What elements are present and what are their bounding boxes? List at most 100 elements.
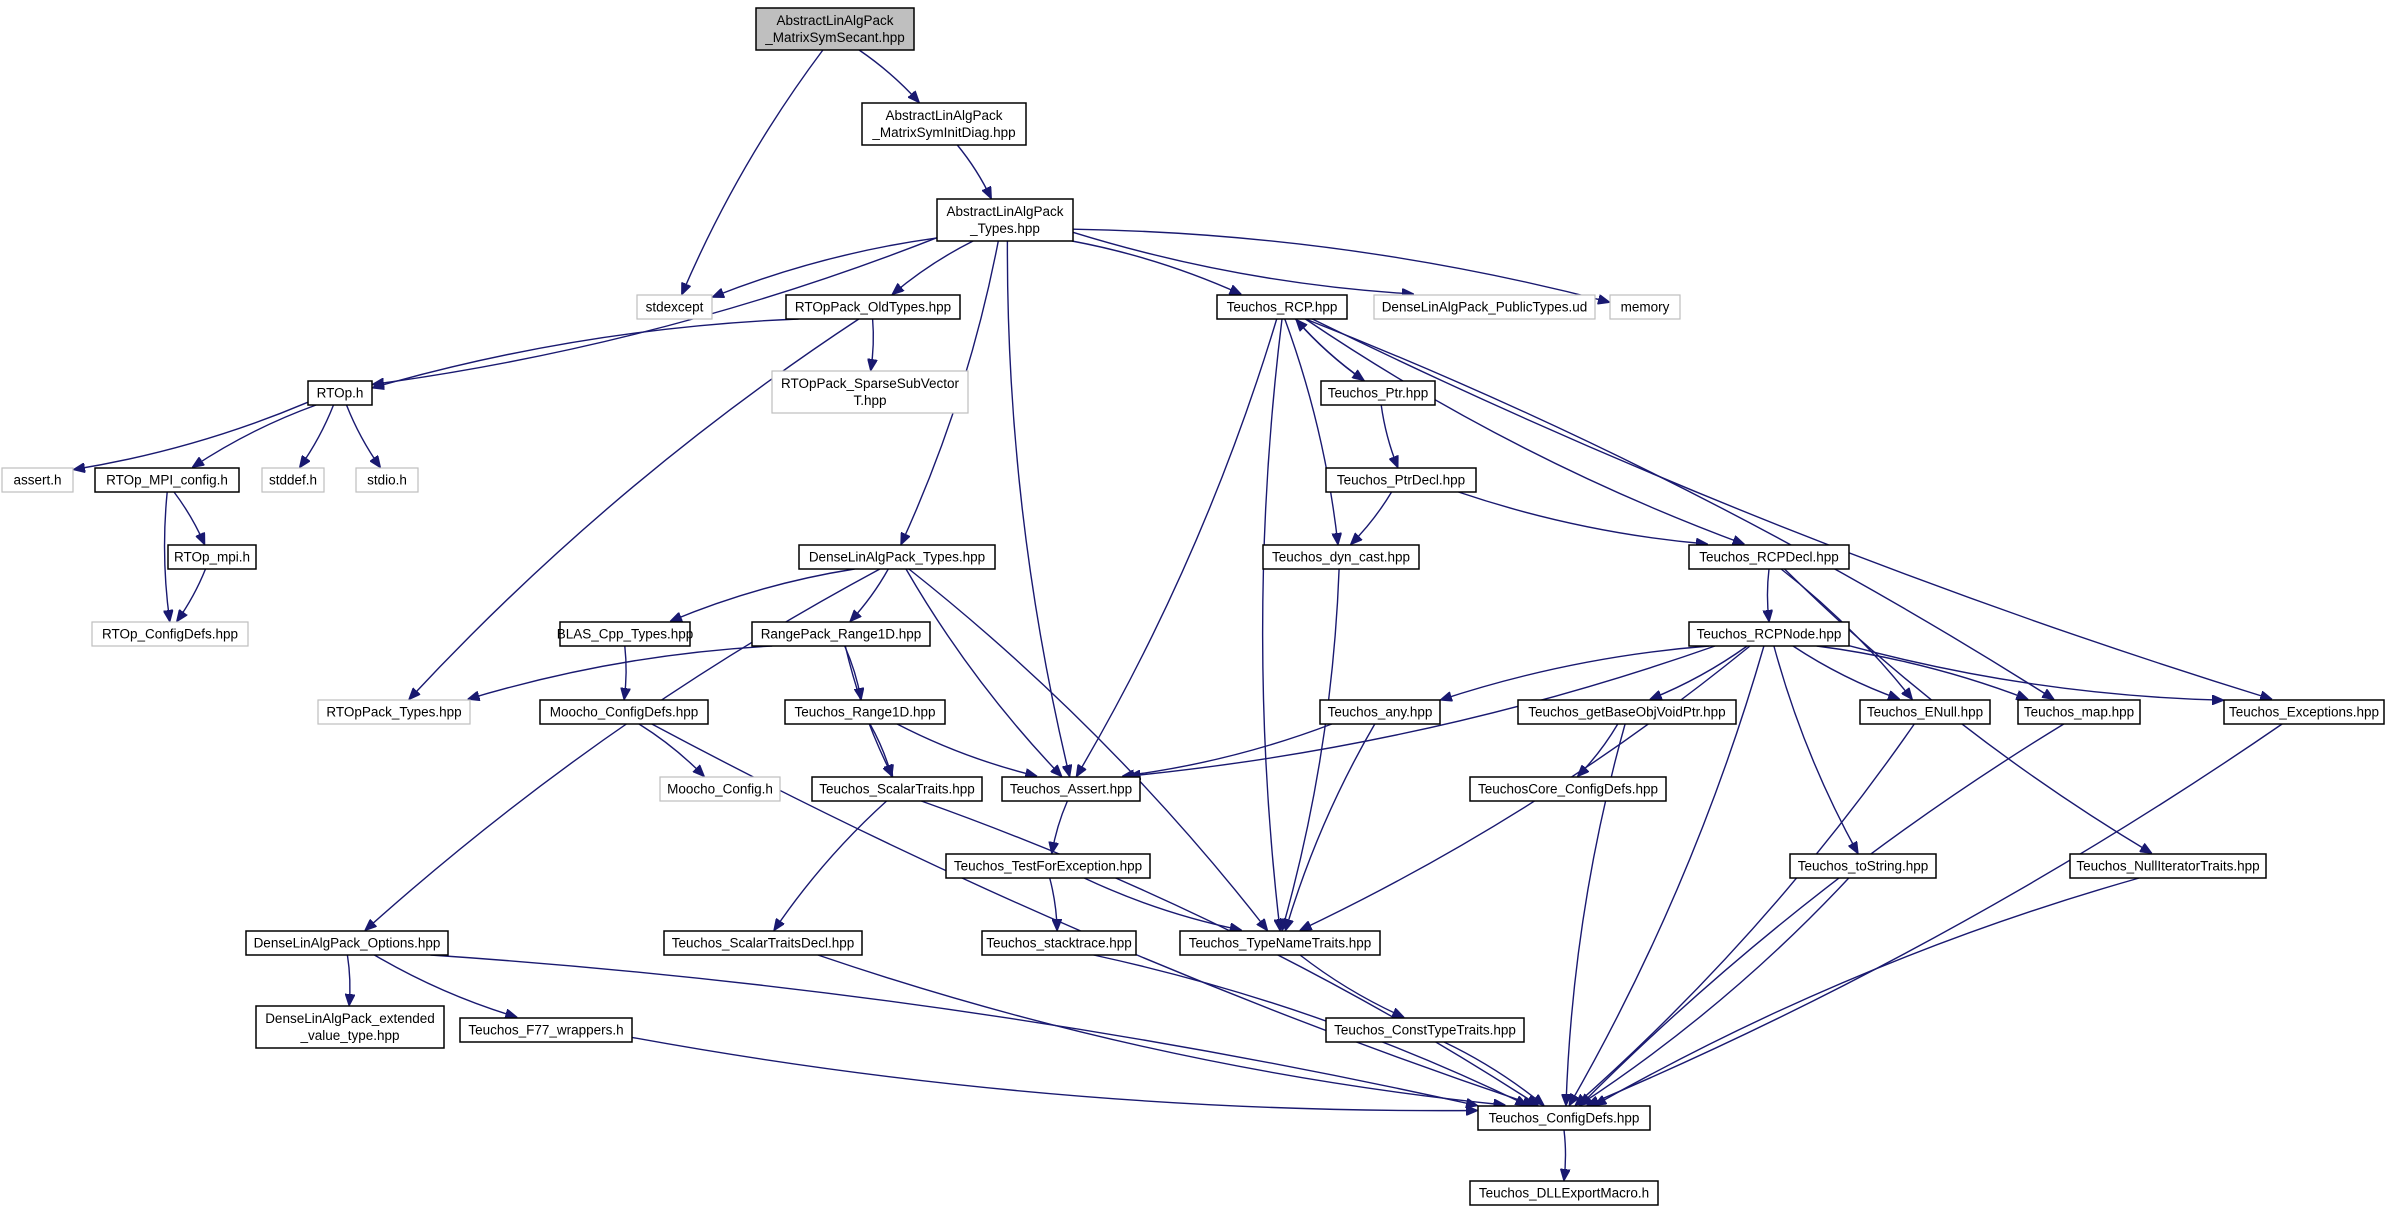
edge-testforexc-to-typenametraits (1083, 877, 1241, 930)
edge-types-to-memory (1072, 228, 1609, 302)
node-tassert[interactable]: Teuchos_Assert.hpp (1001, 776, 1141, 802)
node-label-configdefs-0: Teuchos_ConfigDefs.hpp (1489, 1110, 1640, 1125)
node-trange1d[interactable]: Teuchos_Range1D.hpp (784, 699, 946, 725)
node-coreconfig[interactable]: TeuchosCore_ConfigDefs.hpp (1469, 776, 1667, 802)
edge-trange1d-to-scalartraits (869, 723, 892, 776)
edge-rcpnode-to-tostring (1773, 645, 1858, 853)
node-label-tassert-0: Teuchos_Assert.hpp (1010, 781, 1132, 796)
edge-types-to-rcp (1071, 240, 1241, 294)
edge-blas-to-moochoconfigdefs (624, 645, 626, 699)
node-label-dllexport-0: Teuchos_DLLExportMacro.h (1479, 1185, 1649, 1200)
edge-rcp-to-dyncast (1284, 318, 1338, 544)
node-box-densetypes (798, 544, 996, 570)
node-label-enull-0: Teuchos_ENull.hpp (1867, 704, 1983, 719)
node-scalartraits[interactable]: Teuchos_ScalarTraits.hpp (811, 776, 983, 802)
node-label-initdiag-1: _MatrixSymInitDiag.hpp (871, 125, 1015, 140)
node-box-extvalue (255, 1005, 445, 1049)
edge-densetypes-to-typenametraits (908, 568, 1267, 930)
node-box-scalartraits (811, 776, 983, 802)
node-label-stdexcept-0: stdexcept (646, 299, 704, 314)
node-testforexc[interactable]: Teuchos_TestForException.hpp (945, 853, 1151, 879)
node-box-exceptions (2223, 699, 2385, 725)
edge-ptrdecl-to-rcpdecl (1458, 491, 1707, 544)
node-label-ptrdecl-0: Teuchos_PtrDecl.hpp (1337, 472, 1465, 487)
node-moochoconfigdefs[interactable]: Moocho_ConfigDefs.hpp (539, 699, 709, 725)
edge-types-to-stdexcept (713, 237, 938, 297)
edge-densetypes-to-range1d (851, 568, 889, 621)
node-types[interactable]: AbstractLinAlgPack_Types.hpp (936, 198, 1074, 242)
node-scalartraitsdecl[interactable]: Teuchos_ScalarTraitsDecl.hpp (663, 930, 863, 956)
node-asserth: assert.h (1, 467, 74, 493)
node-tmap[interactable]: Teuchos_map.hpp (2017, 699, 2141, 725)
edge-moochoconfigdefs-to-moochoconfig (638, 723, 704, 776)
node-oldtypes[interactable]: RTOpPack_OldTypes.hpp (785, 294, 961, 320)
node-range1d[interactable]: RangePack_Range1D.hpp (751, 621, 931, 647)
edge-options-to-configdefs (430, 954, 1478, 1106)
edge-scalartraits-to-scalartraitsdecl (774, 800, 888, 930)
node-label-any-0: Teuchos_any.hpp (1328, 704, 1433, 719)
node-label-asserth-0: assert.h (13, 472, 61, 487)
edge-options-to-extvalue (347, 954, 350, 1005)
node-rcpdecl[interactable]: Teuchos_RCPDecl.hpp (1688, 544, 1850, 570)
node-box-sparsesub (771, 370, 969, 414)
node-rtoph[interactable]: RTOp.h (307, 380, 373, 406)
edge-types-to-publictypes (1072, 231, 1413, 294)
node-label-sparsesub-0: RTOpPack_SparseSubVector (781, 376, 960, 391)
node-stacktrace[interactable]: Teuchos_stacktrace.hpp (981, 930, 1137, 956)
node-tostring[interactable]: Teuchos_toString.hpp (1789, 853, 1937, 879)
node-nulliter[interactable]: Teuchos_NullIteratorTraits.hpp (2069, 853, 2267, 879)
node-extvalue[interactable]: DenseLinAlgPack_extended_value_type.hpp (255, 1005, 445, 1049)
node-box-moochoconfig (659, 776, 781, 802)
node-label-exceptions-0: Teuchos_Exceptions.hpp (2229, 704, 2379, 719)
node-exceptions[interactable]: Teuchos_Exceptions.hpp (2223, 699, 2385, 725)
node-label-extvalue-1: _value_type.hpp (299, 1028, 399, 1043)
node-rtopmpi[interactable]: RTOp_mpi.h (167, 544, 257, 570)
node-box-rtoph (307, 380, 373, 406)
node-configdefs[interactable]: Teuchos_ConfigDefs.hpp (1477, 1105, 1651, 1131)
node-dllexport[interactable]: Teuchos_DLLExportMacro.h (1469, 1180, 1659, 1206)
node-box-stacktrace (981, 930, 1137, 956)
edge-rcpnode-to-any (1441, 645, 1710, 700)
node-label-rcp-0: Teuchos_RCP.hpp (1227, 299, 1338, 314)
edge-root-to-stdexcept (682, 49, 824, 294)
node-label-scalartraitsdecl-0: Teuchos_ScalarTraitsDecl.hpp (672, 935, 855, 950)
node-blas[interactable]: BLAS_Cpp_Types.hpp (557, 621, 694, 647)
edge-rcp-to-tassert (1077, 318, 1278, 776)
node-f77[interactable]: Teuchos_F77_wrappers.h (459, 1017, 633, 1043)
node-box-ptrdecl (1325, 467, 1477, 493)
node-box-tassert (1001, 776, 1141, 802)
node-initdiag[interactable]: AbstractLinAlgPack_MatrixSymInitDiag.hpp (861, 102, 1027, 146)
nodes-layer: AbstractLinAlgPack_MatrixSymSecant.hppAb… (1, 7, 2385, 1206)
node-ptrdecl[interactable]: Teuchos_PtrDecl.hpp (1325, 467, 1477, 493)
edge-rtopmpi-to-rtopconfig (177, 568, 207, 621)
edge-rtoph-to-stddef (300, 404, 335, 467)
node-box-coreconfig (1469, 776, 1667, 802)
node-options[interactable]: DenseLinAlgPack_Options.hpp (245, 930, 449, 956)
node-mpiconfig[interactable]: RTOp_MPI_config.h (94, 467, 240, 493)
node-label-typenametraits-0: Teuchos_TypeNameTraits.hpp (1189, 935, 1372, 950)
node-box-oldtypes (785, 294, 961, 320)
node-densetypes[interactable]: DenseLinAlgPack_Types.hpp (798, 544, 996, 570)
node-dyncast[interactable]: Teuchos_dyn_cast.hpp (1262, 544, 1420, 570)
node-root[interactable]: AbstractLinAlgPack_MatrixSymSecant.hpp (755, 7, 915, 51)
node-enull[interactable]: Teuchos_ENull.hpp (1859, 699, 1991, 725)
node-box-options (245, 930, 449, 956)
node-label-f77-0: Teuchos_F77_wrappers.h (468, 1022, 623, 1037)
node-label-dyncast-0: Teuchos_dyn_cast.hpp (1272, 549, 1410, 564)
node-box-rcpnode (1688, 621, 1850, 647)
node-consttypetraits[interactable]: Teuchos_ConstTypeTraits.hpp (1325, 1017, 1525, 1043)
edge-rcp-to-rcpdecl (1305, 318, 1743, 544)
node-rcpnode[interactable]: Teuchos_RCPNode.hpp (1688, 621, 1850, 647)
node-moochoconfig: Moocho_Config.h (659, 776, 781, 802)
edge-ptr-to-ptrdecl (1380, 404, 1397, 467)
node-getbase[interactable]: Teuchos_getBaseObjVoidPtr.hpp (1517, 699, 1737, 725)
node-publictypes: DenseLinAlgPack_PublicTypes.ud (1373, 294, 1596, 320)
node-typenametraits[interactable]: Teuchos_TypeNameTraits.hpp (1179, 930, 1381, 956)
node-ptr[interactable]: Teuchos_Ptr.hpp (1320, 380, 1436, 406)
node-any[interactable]: Teuchos_any.hpp (1319, 699, 1441, 725)
node-label-tmap-0: Teuchos_map.hpp (2024, 704, 2134, 719)
node-memory: memory (1609, 294, 1681, 320)
edge-configdefs-to-dllexport (1564, 1129, 1566, 1180)
node-rcp[interactable]: Teuchos_RCP.hpp (1216, 294, 1348, 320)
edge-consttypetraits-to-configdefs (1443, 1041, 1544, 1105)
